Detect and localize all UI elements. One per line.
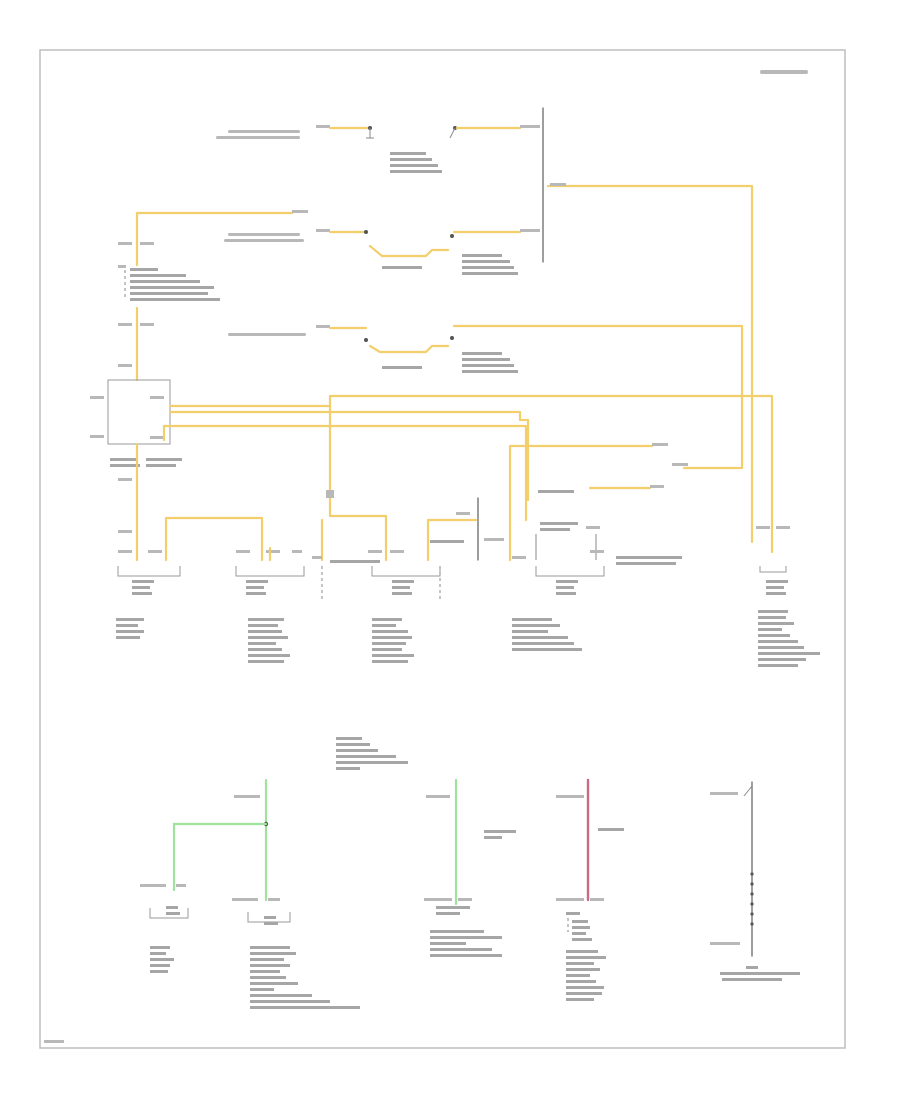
- top-circuits: [118, 107, 754, 544]
- connector-1-caption: [116, 618, 144, 621]
- pink-caption: [566, 950, 598, 953]
- wire-splice-up: [508, 444, 654, 562]
- connector-5-caption: [758, 610, 788, 613]
- green-3-caption: [430, 930, 484, 933]
- wire-conn3-right: [426, 518, 478, 562]
- relay-box: [107, 379, 171, 445]
- green-2-caption: [250, 946, 290, 949]
- diagram-frame: [39, 49, 846, 1049]
- row1-switch-text: [390, 152, 426, 155]
- connector-2-caption: [248, 618, 284, 621]
- connector-4: [535, 566, 605, 577]
- black-caption: [746, 966, 758, 969]
- footer-ref: [44, 1040, 64, 1043]
- wire-green-branch: [172, 822, 268, 892]
- connector-3-caption: [372, 618, 402, 621]
- connector-2: [235, 566, 305, 577]
- row1-label: [228, 130, 300, 133]
- connector-block-label: [118, 265, 126, 268]
- corner-ref-label: [760, 70, 808, 74]
- left-stack: [90, 265, 774, 562]
- green-connector-1: [149, 908, 189, 919]
- row3-label: [228, 333, 306, 336]
- wire-row3-jog: [368, 344, 450, 354]
- connector-5: [759, 566, 787, 573]
- relay-box-caption: [110, 458, 138, 461]
- wire-bus-right: [546, 184, 754, 544]
- row2-label: [228, 233, 300, 236]
- green-1-caption: [150, 946, 170, 949]
- wire-row2-jog: [368, 244, 450, 258]
- connector-4-caption: [512, 618, 552, 621]
- wire-relay-right-3: [162, 424, 528, 522]
- wire-feed-topleft: [135, 211, 294, 267]
- connector-3: [371, 566, 441, 577]
- bottom-circuits: [140, 778, 800, 1009]
- wire-conn1-loop: [164, 516, 264, 562]
- middle-connectors: [116, 404, 820, 667]
- legend-block: [336, 737, 408, 770]
- connector-1: [117, 566, 181, 577]
- wire-relay-right-1: [168, 394, 774, 554]
- wire-mid-vert-1: [328, 404, 388, 562]
